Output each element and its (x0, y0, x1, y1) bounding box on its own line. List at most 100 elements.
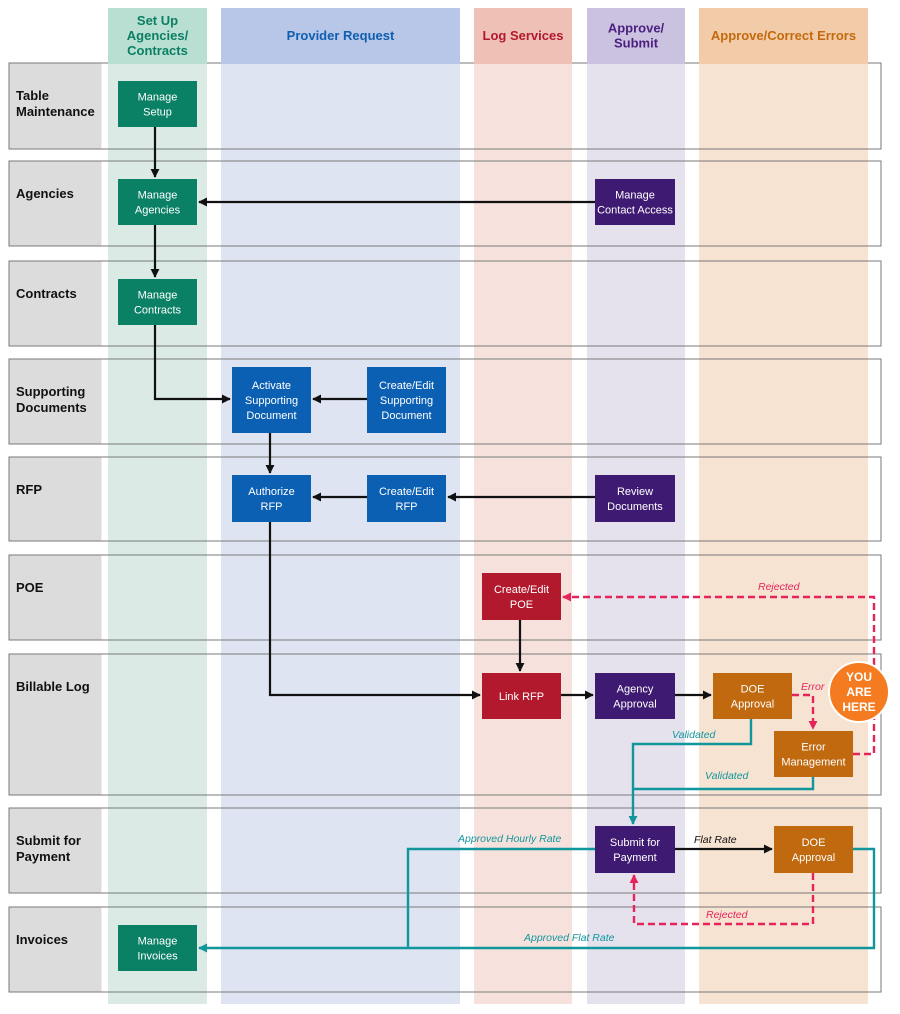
badge-circle (828, 661, 890, 723)
node-label-line: Manage (138, 190, 178, 202)
lane-title-line: Agencies (16, 186, 74, 201)
node-box (118, 81, 197, 127)
lane-title-billable: Billable Log (16, 679, 90, 694)
column-bg-setup (108, 8, 207, 1004)
node-label-line: RFP (261, 501, 283, 513)
node-box (232, 367, 311, 433)
lane-title-poe: POE (16, 580, 44, 595)
arrow-error-validated-to-submit (633, 777, 815, 791)
column-header-approve: Approve/Submit (608, 21, 665, 51)
lane-title-line: Billable Log (16, 679, 90, 694)
node-label-line: Contracts (134, 305, 182, 317)
column-header-setup-line: Agencies/ (127, 28, 189, 43)
lane-label-bg-table (9, 63, 102, 149)
column-header-log-line: Log Services (483, 28, 564, 43)
lane-title-contracts: Contracts (16, 286, 77, 301)
edge-label-rejected-poe: Rejected (758, 581, 801, 593)
lane-title-line: Table (16, 88, 49, 103)
badge-label-line: YOU (846, 670, 872, 684)
column-header-bg-setup (108, 8, 207, 64)
badge-label-line: HERE (842, 700, 875, 714)
lane-frame-agencies (8, 160, 882, 247)
node-label-line: Link RFP (499, 691, 544, 703)
lane-frame-poe (8, 554, 882, 641)
node-label-line: Agencies (135, 205, 181, 217)
arrow-doe-approval-validated-to-submit (628, 719, 753, 825)
node-label-line: Payment (613, 852, 656, 864)
node-label-line: Document (381, 410, 431, 422)
arrow-doe-payment-flat-to-invoices (198, 847, 876, 953)
node-label-line: Approval (613, 699, 656, 711)
node-label-line: Supporting (380, 395, 433, 407)
node-box (118, 279, 197, 325)
lane-label-bg-rfp (9, 457, 102, 541)
edge-label-rejected-payment: Rejected (706, 909, 749, 921)
node-label-line: Approval (731, 699, 774, 711)
lane-label-bg-poe (9, 555, 102, 640)
node-label-line: Invoices (137, 951, 178, 963)
node-label-line: Create/Edit (379, 486, 434, 498)
node-box (595, 179, 675, 225)
arrow-authorize-rfp-to-link-rfp (268, 522, 481, 700)
column-backgrounds (108, 8, 868, 1004)
lane-title-rfp: RFP (16, 482, 42, 497)
lane-title-line: Supporting (16, 384, 85, 399)
edge-label-approved-flat-rate: Approved Flat Rate (523, 932, 615, 944)
node-box (482, 673, 561, 719)
node-label-line: Agency (617, 684, 654, 696)
node-link-rfp[interactable]: Link RFP (482, 673, 561, 719)
lane-label-bg-supporting (9, 359, 102, 444)
arrow-doe-approval-to-error (792, 693, 818, 730)
lane-frame-invoices (8, 906, 882, 993)
column-header-setup-line: Contracts (127, 43, 188, 58)
lane-title-line: Maintenance (16, 104, 95, 119)
node-label-line: Submit for (610, 837, 660, 849)
lane-label-bg-submit (9, 808, 102, 893)
column-header-log: Log Services (483, 28, 564, 43)
node-label-line: Manage (615, 190, 655, 202)
node-box (482, 573, 561, 620)
node-label-line: Contact Access (597, 205, 673, 217)
column-bg-log (474, 8, 572, 1004)
node-label-line: POE (510, 599, 533, 611)
node-label-line: Create/Edit (494, 584, 549, 596)
edge-label-flat-rate: Flat Rate (694, 834, 737, 846)
node-label-line: Create/Edit (379, 380, 434, 392)
lane-frame-submit (8, 807, 882, 894)
column-header-setup-line: Set Up (137, 13, 178, 28)
node-box (774, 826, 853, 873)
node-label-line: Review (617, 486, 653, 498)
arrow-contracts-to-activate-doc (153, 325, 231, 404)
